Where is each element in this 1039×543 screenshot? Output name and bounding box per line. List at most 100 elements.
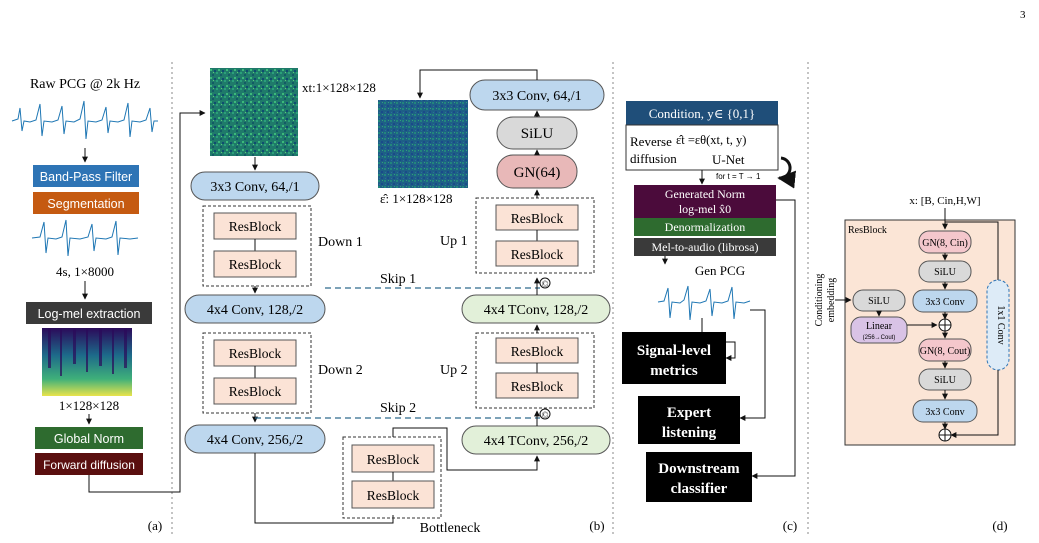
global-norm-box (35, 427, 143, 449)
logmel-extraction-label: Log-mel extraction (38, 307, 141, 321)
skip1-label: Skip 1 (380, 272, 416, 287)
raw-pcg-title: Raw PCG @ 2k Hz (30, 77, 140, 92)
down1-resblock-b (213, 250, 297, 278)
forward-diffusion-box (35, 453, 143, 475)
down2-resblock-b (213, 377, 297, 405)
down-conv1-box (184, 294, 326, 324)
panel-separators (171, 62, 809, 535)
xt-label: xt:1×128×128 (302, 80, 376, 95)
xt-noisy-image (210, 68, 298, 156)
concat-2-label: © (542, 410, 549, 420)
forward-diffusion-label: Forward diffusion (43, 458, 135, 472)
reverse-label: Reverse (630, 134, 672, 149)
gen-norm-label-1: Generated Norm (665, 187, 746, 201)
segment-size-label: 4s, 1×8000 (56, 264, 114, 279)
down2-group (202, 332, 312, 414)
up1-resblock-b-label: ResBlock (511, 247, 564, 262)
gen-pcg-waveform (657, 285, 751, 321)
mel2audio-box (634, 238, 776, 256)
bottleneck-resblock-a (351, 444, 435, 473)
bottleneck-resblock-b-label: ResBlock (367, 488, 420, 503)
gen-pcg-label: Gen PCG (695, 263, 745, 278)
linear-sub-label: (256→Cout) (863, 335, 896, 341)
linear-label: Linear (866, 321, 893, 332)
panel-a: Raw PCG @ 2k Hz Band-Pass Filter Segment… (11, 77, 206, 533)
gn-out-label: GN(8, Cout) (920, 346, 971, 357)
denorm-box (634, 218, 776, 236)
down2-resblock-a (213, 339, 297, 367)
downstream-classifier-label-2: classifier (671, 481, 728, 497)
formula-label: ε̂t =εθ(xt, t, y) (676, 133, 746, 147)
up2-label: Up 2 (440, 363, 468, 378)
gen-norm-label-2: log-mel x̂0 (679, 202, 731, 216)
down1-resblock-a (213, 212, 297, 240)
panel-b: xt:1×128×128 3x3 Conv, 64,/1 ResBlock Re… (184, 68, 611, 536)
conv-in-label: 3x3 Conv, 64,/1 (210, 180, 299, 195)
bottleneck-label: Bottleneck (420, 521, 481, 536)
concat-1-icon (539, 277, 551, 289)
resblock-title: ResBlock (848, 225, 887, 236)
up2-resblock-a (495, 337, 579, 364)
page-number: 3 (1020, 9, 1026, 21)
down-conv2-label: 4x4 Conv, 256,/2 (207, 433, 303, 448)
bottleneck-resblock-a-label: ResBlock (367, 452, 420, 467)
concat-2-icon (539, 408, 551, 420)
conv-b-label: 3x3 Conv (925, 407, 964, 418)
resblock-input-label: x: [B, Cin,H,W] (909, 195, 980, 207)
panel-b-label: (b) (589, 518, 604, 533)
silu-a-label: SiLU (934, 267, 956, 278)
gn64-label: GN(64) (514, 165, 561, 181)
expert-listening-label-1: Expert (667, 405, 711, 421)
logmel-extraction-box (26, 302, 152, 324)
denorm-label: Denormalization (665, 220, 746, 234)
downstream-classifier-label-1: Downstream (658, 461, 740, 477)
forward-diffusion-arrow (88, 110, 206, 493)
up2-group (475, 332, 595, 409)
down-conv1-label: 4x4 Conv, 128,/2 (207, 303, 303, 318)
up1-label: Up 1 (440, 234, 468, 249)
global-norm-label: Global Norm (54, 432, 124, 446)
cond-embed-label-1: Conditioning (814, 274, 825, 327)
segment-waveform (31, 219, 139, 257)
raw-waveform (11, 95, 158, 147)
condition-label: Condition, y∈ {0,1} (649, 106, 756, 121)
diffusion-label: diffusion (630, 151, 677, 166)
conv-a-label: 3x3 Conv (925, 297, 964, 308)
segmentation-label: Segmentation (47, 197, 124, 211)
linear-box (850, 316, 908, 344)
condition-box (626, 101, 778, 125)
silu-label: SiLU (521, 126, 554, 142)
tconv1-box (461, 294, 611, 324)
panel-c-label: (c) (783, 518, 797, 533)
signal-metrics-box (622, 332, 726, 384)
panel-d-label: (d) (992, 518, 1007, 533)
expert-listening-label-2: listening (662, 425, 717, 441)
panel-a-label: (a) (148, 518, 162, 533)
down1-group (202, 205, 312, 287)
downstream-classifier-box (646, 452, 752, 502)
eps-noise-image (378, 100, 468, 188)
up1-resblock-b (495, 240, 579, 267)
band-pass-filter-label: Band-Pass Filter (40, 170, 132, 184)
shortcut-conv-label: 1x1 Conv (995, 305, 1006, 344)
down1-resblock-a-label: ResBlock (229, 219, 282, 234)
up1-resblock-a-label: ResBlock (511, 211, 564, 226)
cond-embed-label-2: embedding (826, 278, 837, 322)
logmel-spectrogram (42, 328, 132, 396)
reverse-diffusion-box (625, 124, 779, 171)
panel-d: x: [B, Cin,H,W] ResBlock GN(8, Cin) SiLU… (814, 195, 1016, 533)
skip2-label: Skip 2 (380, 401, 416, 416)
mel2audio-label: Mel-to-audio (librosa) (652, 240, 759, 254)
up1-group (475, 197, 595, 274)
concat-1-label: © (542, 279, 549, 289)
tconv2-label: 4x4 TConv, 256,/2 (484, 434, 589, 449)
logmel-size-label: 1×128×128 (59, 398, 119, 413)
gen-norm-box (634, 185, 776, 218)
signal-metrics-label-1: Signal-level (637, 343, 711, 359)
tconv1-label: 4x4 TConv, 128,/2 (484, 303, 589, 318)
segmentation-box (33, 192, 139, 214)
silu-b-label: SiLU (934, 375, 956, 386)
bottleneck-resblock-b (351, 480, 435, 509)
bottleneck-group (342, 436, 442, 519)
